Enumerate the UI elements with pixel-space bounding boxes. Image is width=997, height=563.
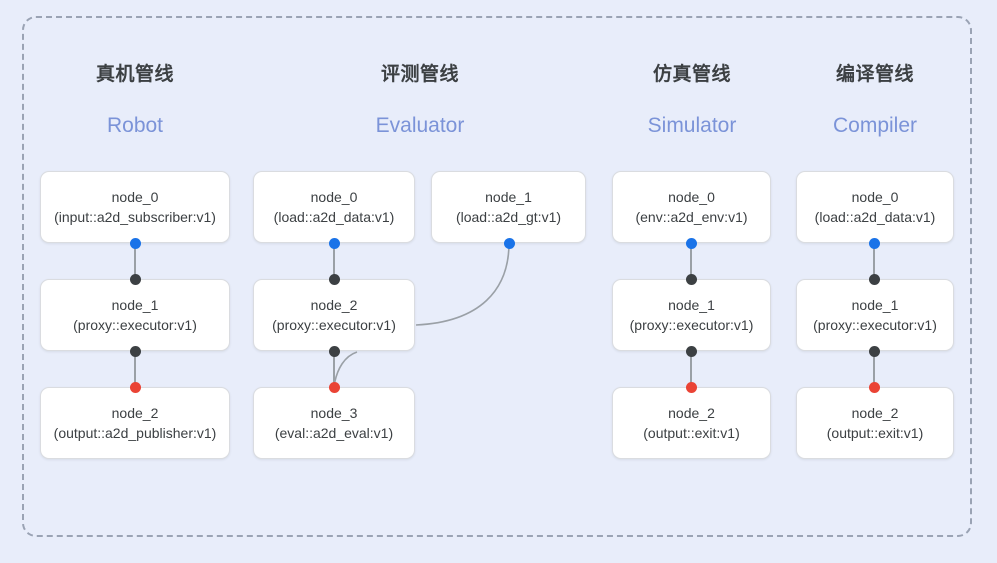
node-type: (proxy::executor:v1) (73, 317, 197, 333)
node-type: (load::a2d_data:v1) (814, 209, 936, 225)
node-card-simulator-0[interactable]: node_0 (env::a2d_env:v1) (612, 171, 771, 243)
node-name: node_1 (851, 297, 899, 313)
node-name: node_2 (310, 297, 358, 313)
edge-simulator-0-1 (690, 243, 692, 279)
port-input-simulator-2[interactable] (685, 381, 697, 393)
column-header-compiler: 编译管线 Compiler (775, 62, 975, 140)
node-card-robot-1[interactable]: node_1 (proxy::executor:v1) (40, 279, 230, 351)
column-header-evaluator: 评测管线 Evaluator (320, 62, 520, 140)
edge-evaluator-0-2 (333, 243, 335, 279)
node-name: node_2 (851, 405, 899, 421)
column-header-simulator: 仿真管线 Simulator (592, 62, 792, 140)
port-output-simulator-1[interactable] (685, 345, 697, 357)
port-output-robot-0[interactable] (129, 237, 141, 249)
node-card-compiler-1[interactable]: node_1 (proxy::executor:v1) (796, 279, 954, 351)
node-card-robot-2[interactable]: node_2 (output::a2d_publisher:v1) (40, 387, 230, 459)
node-type: (output::exit:v1) (643, 425, 740, 441)
port-output-compiler-1[interactable] (868, 345, 880, 357)
node-name: node_0 (668, 189, 715, 205)
node-card-simulator-2[interactable]: node_2 (output::exit:v1) (612, 387, 771, 459)
node-card-compiler-2[interactable]: node_2 (output::exit:v1) (796, 387, 954, 459)
node-card-simulator-1[interactable]: node_1 (proxy::executor:v1) (612, 279, 771, 351)
node-type: (eval::a2d_eval:v1) (274, 425, 394, 441)
port-input-simulator-1[interactable] (685, 273, 697, 285)
port-output-robot-1[interactable] (129, 345, 141, 357)
node-type: (env::a2d_env:v1) (635, 209, 748, 225)
port-output-evaluator-2[interactable] (328, 345, 340, 357)
node-card-compiler-0[interactable]: node_0 (load::a2d_data:v1) (796, 171, 954, 243)
node-name: node_2 (111, 405, 159, 421)
node-card-evaluator-3[interactable]: node_3 (eval::a2d_eval:v1) (253, 387, 415, 459)
port-input-evaluator-3[interactable] (328, 381, 340, 393)
node-type: (output::a2d_publisher:v1) (53, 425, 217, 441)
column-header-robot: 真机管线 Robot (35, 62, 235, 140)
node-card-evaluator-2[interactable]: node_2 (proxy::executor:v1) (253, 279, 415, 351)
node-name: node_0 (851, 189, 899, 205)
column-title-cn-robot: 真机管线 (95, 64, 174, 85)
port-output-compiler-0[interactable] (868, 237, 880, 249)
port-output-evaluator-1[interactable] (503, 237, 515, 249)
port-input-robot-1[interactable] (129, 273, 141, 285)
port-input-compiler-1[interactable] (868, 273, 880, 285)
edge-robot-1-2 (134, 351, 136, 387)
node-card-evaluator-0[interactable]: node_0 (load::a2d_data:v1) (253, 171, 415, 243)
node-type: (output::exit:v1) (826, 425, 924, 441)
port-input-robot-2[interactable] (129, 381, 141, 393)
node-name: node_1 (668, 297, 715, 313)
node-name: node_0 (310, 189, 358, 205)
node-card-evaluator-1[interactable]: node_1 (load::a2d_gt:v1) (431, 171, 586, 243)
edge-robot-0-1 (134, 243, 136, 279)
node-type: (proxy::executor:v1) (629, 317, 754, 333)
edge-compiler-1-2 (873, 351, 875, 387)
node-name: node_2 (668, 405, 715, 421)
column-title-en-compiler: Compiler (832, 114, 918, 137)
port-input-evaluator-2[interactable] (328, 273, 340, 285)
node-type: (proxy::executor:v1) (272, 317, 396, 333)
column-title-en-simulator: Simulator (647, 114, 737, 137)
node-type: (load::a2d_data:v1) (273, 209, 395, 225)
node-name: node_1 (111, 297, 159, 313)
column-title-cn-compiler: 编译管线 (835, 64, 914, 85)
column-title-cn-simulator: 仿真管线 (652, 64, 731, 85)
node-card-robot-0[interactable]: node_0 (input::a2d_subscriber:v1) (40, 171, 230, 243)
port-input-compiler-2[interactable] (868, 381, 880, 393)
node-type: (load::a2d_gt:v1) (455, 209, 562, 225)
node-name: node_0 (111, 189, 159, 205)
node-name: node_1 (485, 189, 532, 205)
port-output-simulator-0[interactable] (685, 237, 697, 249)
port-output-evaluator-0[interactable] (328, 237, 340, 249)
edge-simulator-1-2 (690, 351, 692, 387)
node-type: (proxy::executor:v1) (813, 317, 937, 333)
edge-compiler-0-1 (873, 243, 875, 279)
pipeline-group-frame (22, 16, 972, 537)
column-title-cn-evaluator: 评测管线 (380, 64, 459, 85)
column-title-en-robot: Robot (106, 114, 164, 137)
column-title-en-evaluator: Evaluator (375, 114, 465, 137)
node-name: node_3 (310, 405, 358, 421)
node-type: (input::a2d_subscriber:v1) (54, 209, 216, 225)
